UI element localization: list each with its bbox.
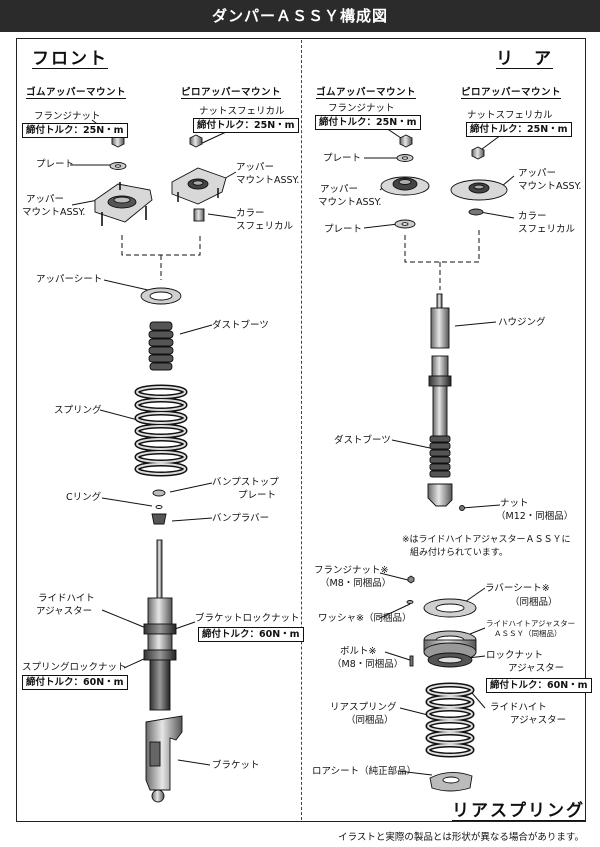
front-spring-label: スプリング	[54, 405, 102, 416]
front-collar-label-2: スフェリカル	[236, 221, 294, 232]
rs-ride-height-label-1: ライドハイト	[490, 702, 547, 713]
rear-nut-spherical-label: ナットスフェリカル	[467, 110, 553, 121]
rear-assembly-note-1: ※はライドハイトアジャスターＡＳＳＹに	[402, 535, 571, 545]
rs-rubber-sheet-label-1: ラバーシート※	[485, 583, 550, 594]
rear-collar-label-2: スフェリカル	[518, 224, 576, 235]
front-nut-spherical-label: ナットスフェリカル	[199, 106, 285, 117]
front-upper-sheet-label: アッパーシート	[36, 274, 103, 285]
rs-rear-spring-label-1: リアスプリング	[330, 702, 397, 713]
front-plate-label: プレート	[36, 159, 75, 170]
front-bumpstop-label-2: プレート	[238, 490, 277, 501]
center-divider	[301, 40, 302, 820]
diagram-header: ダンパーＡＳＳＹ構成図	[0, 0, 600, 32]
rear-pillow-upper-label-1: アッパー	[518, 168, 557, 179]
rear-plate-bottom-label: プレート	[324, 224, 363, 235]
front-c-ring-label: Cリング	[66, 492, 102, 503]
front-bump-rubber-label: バンプラバー	[212, 513, 270, 524]
front-bumpstop-label-1: バンプストップ	[212, 477, 279, 488]
rear-housing-label: ハウジング	[498, 317, 546, 328]
rs-flange-nut-label-2: （M8・同梱品）	[320, 578, 392, 589]
front-pillow-upper-label-1: アッパー	[236, 162, 275, 173]
rs-rubber-sheet-label-2: （同梱品）	[510, 597, 558, 608]
rear-flange-nut-label: フランジナット	[328, 103, 395, 114]
rear-spring-title: リアスプリング	[452, 801, 585, 821]
front-rubber-mount-heading: ゴムアッパーマウント	[26, 87, 127, 98]
front-ride-height-label-1: ライドハイト	[38, 593, 95, 604]
front-flange-torque: 締付トルク：25N・m	[22, 123, 128, 138]
front-bracket-torque: 締付トルク：60N・m	[198, 627, 304, 642]
front-spring-torque: 締付トルク：60N・m	[22, 675, 128, 690]
front-flange-nut-label: フランジナット	[34, 111, 101, 122]
front-collar-label-1: カラー	[236, 208, 265, 219]
rs-flange-nut-label-1: フランジナット※	[314, 565, 389, 576]
rear-nut-label-1: ナット	[500, 498, 529, 509]
front-spring-locknut-label: スプリングロックナット	[22, 662, 127, 673]
rear-nut-label-2: （M12・同梱品）	[496, 511, 574, 522]
footer-disclaimer: イラストと実際の製品とは形状が異なる場合があります。	[338, 832, 584, 843]
rear-assembly-note-2: 組み付けられています。	[410, 548, 508, 558]
rear-rubber-mount-heading: ゴムアッパーマウント	[316, 87, 417, 98]
front-ride-height-label-2: アジャスター	[36, 606, 93, 617]
front-dust-boot-label: ダストブーツ	[212, 320, 269, 331]
front-bracket-locknut-label: ブラケットロックナット	[195, 613, 300, 624]
front-title: フロント	[32, 49, 108, 69]
rear-nut-torque: 締付トルク：25N・m	[466, 122, 572, 137]
rear-flange-torque: 締付トルク：25N・m	[315, 115, 421, 130]
rs-rh-assy-label-2: ＡＳＳＹ（同梱品）	[494, 629, 562, 638]
rear-dust-boot-label: ダストブーツ	[334, 435, 391, 446]
rs-ride-height-label-2: アジャスター	[510, 715, 567, 726]
rs-locknut-torque: 締付トルク：60N・m	[486, 678, 592, 693]
rs-rh-assy-label-1: ライドハイトアジャスター	[486, 619, 576, 628]
front-pillow-mount-heading: ピロアッパーマウント	[181, 87, 282, 98]
rs-bolt-label-1: ボルト※	[340, 646, 377, 657]
front-upper-mount-label-2: マウントASSY.	[22, 207, 86, 218]
front-pillow-upper-label-2: マウントASSY.	[236, 175, 300, 186]
diagram-frame	[16, 38, 586, 822]
front-upper-mount-label-1: アッパー	[26, 194, 65, 205]
front-nut-torque: 締付トルク：25N・m	[193, 118, 299, 133]
rs-locknut-label-2: アジャスター	[508, 663, 565, 674]
rs-washer-label: ワッシャ※（同梱品）	[318, 613, 412, 624]
rear-collar-label-1: カラー	[518, 211, 547, 222]
rs-bolt-label-2: （M8・同梱品）	[332, 659, 404, 670]
front-bracket-label: ブラケット	[212, 760, 260, 771]
rs-lower-seat-label: ロアシート（純正部品）	[312, 766, 417, 777]
rear-upper-mount-label-1: アッパー	[320, 184, 359, 195]
rear-pillow-upper-label-2: マウントASSY.	[518, 181, 582, 192]
rear-pillow-mount-heading: ピロアッパーマウント	[461, 87, 562, 98]
rs-locknut-label-1: ロックナット	[486, 650, 544, 661]
rear-title: リ ア	[496, 49, 553, 69]
rear-plate-top-label: プレート	[323, 153, 362, 164]
rear-upper-mount-label-2: マウントASSY.	[318, 197, 382, 208]
rs-rear-spring-label-2: （同梱品）	[346, 715, 394, 726]
